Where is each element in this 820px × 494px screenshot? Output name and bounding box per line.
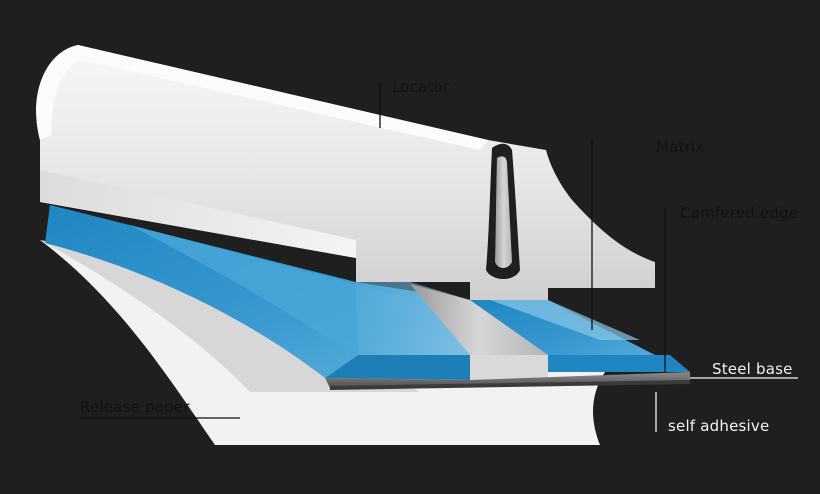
locator-lip — [40, 170, 356, 258]
label-steel-base: Steel base — [712, 360, 793, 378]
matrix-strip-right-face — [548, 355, 690, 372]
label-release-paper: Release paper — [80, 398, 190, 416]
matrix-strip-right-top — [490, 300, 640, 340]
matrix-strip-band — [130, 225, 410, 355]
label-self-adhesive: self adhesive — [668, 417, 770, 435]
matrix-strip-right — [470, 300, 655, 372]
steel-base — [325, 372, 690, 388]
steel-base-edge — [330, 380, 690, 390]
label-camfered-edge: Camfered edge — [680, 204, 799, 222]
label-matrix: Matrix — [656, 138, 705, 156]
center-groove-floor — [470, 355, 548, 380]
locator-highlight — [36, 45, 488, 150]
matrix-strip-left-face — [325, 355, 470, 380]
label-locator: Locator — [392, 78, 450, 96]
matrix-rib — [495, 156, 512, 268]
